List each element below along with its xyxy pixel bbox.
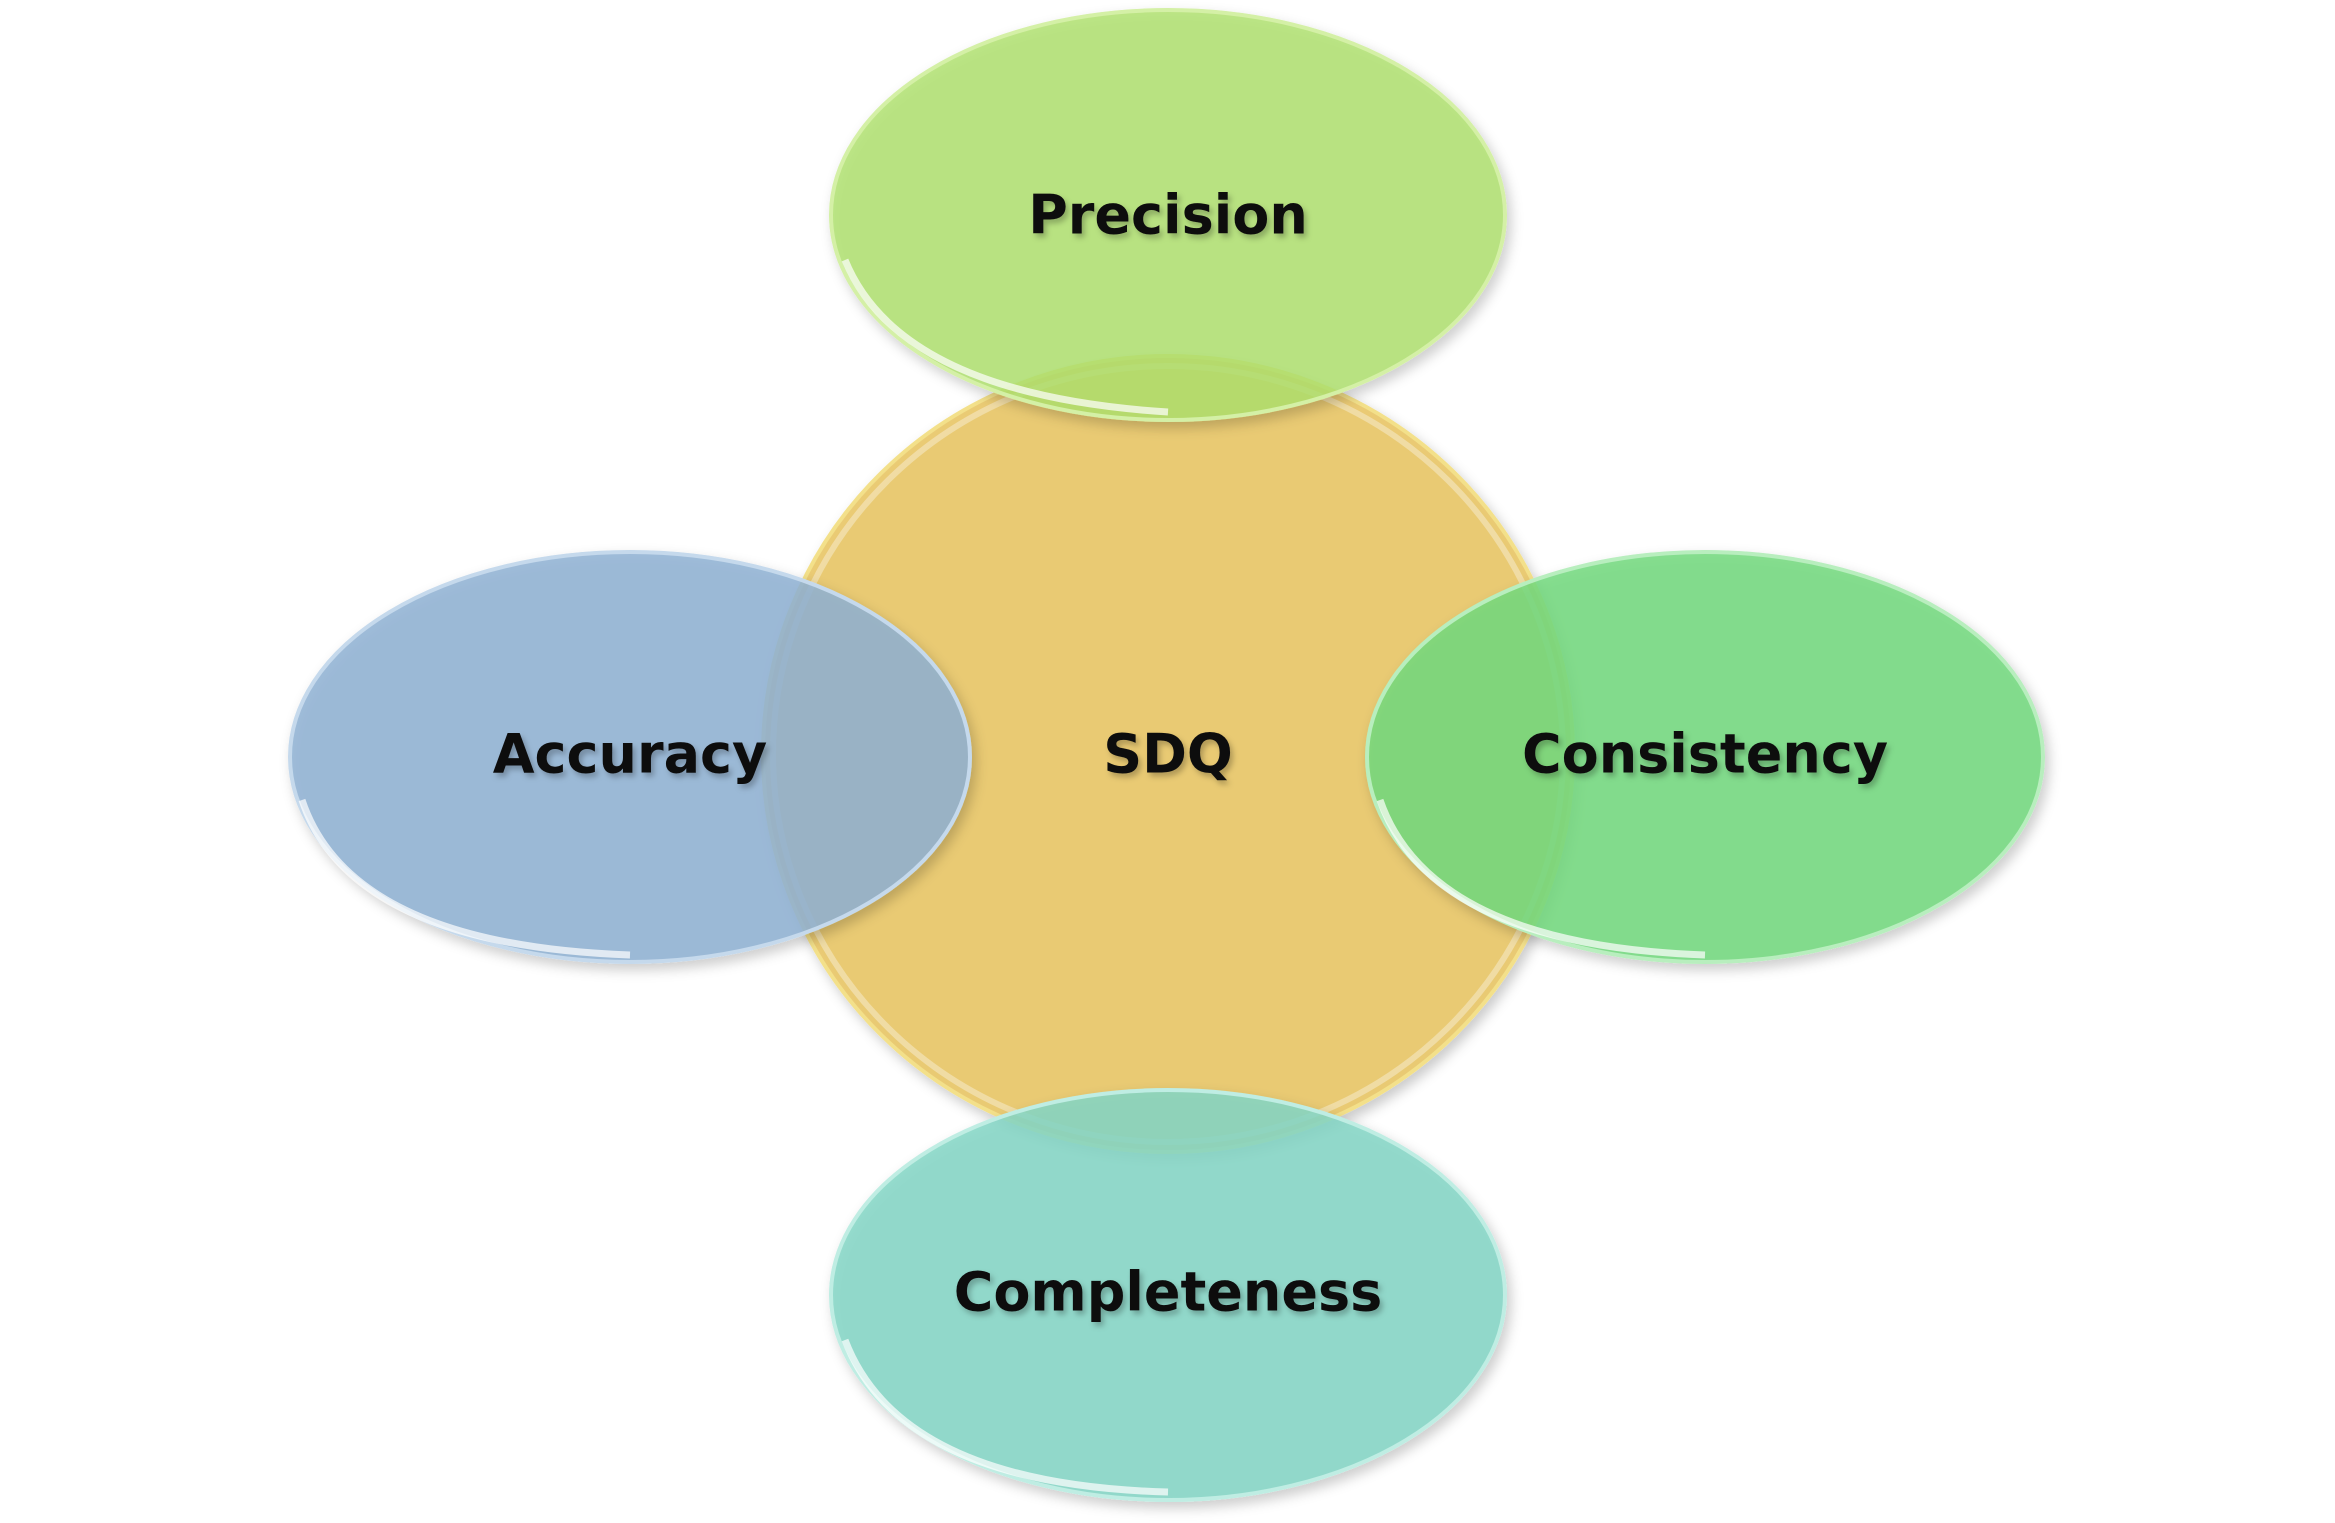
center-label: SDQ bbox=[1103, 723, 1233, 786]
accuracy-label: Accuracy bbox=[493, 723, 768, 786]
consistency-ellipse bbox=[1365, 550, 2045, 964]
node-completeness bbox=[829, 1088, 1507, 1502]
precision-gloss bbox=[841, 258, 1169, 416]
completeness-label: Completeness bbox=[954, 1261, 1383, 1324]
accuracy-ellipse bbox=[288, 550, 972, 964]
accuracy-gloss bbox=[298, 798, 631, 959]
node-consistency bbox=[1365, 550, 2045, 964]
node-accuracy bbox=[288, 550, 972, 964]
consistency-label: Consistency bbox=[1522, 723, 1888, 786]
completeness-gloss bbox=[841, 1338, 1169, 1496]
precision-ellipse bbox=[829, 8, 1507, 422]
node-precision bbox=[829, 8, 1507, 422]
consistency-gloss bbox=[1376, 798, 1706, 959]
completeness-ellipse bbox=[829, 1088, 1507, 1502]
precision-label: Precision bbox=[1028, 184, 1308, 247]
